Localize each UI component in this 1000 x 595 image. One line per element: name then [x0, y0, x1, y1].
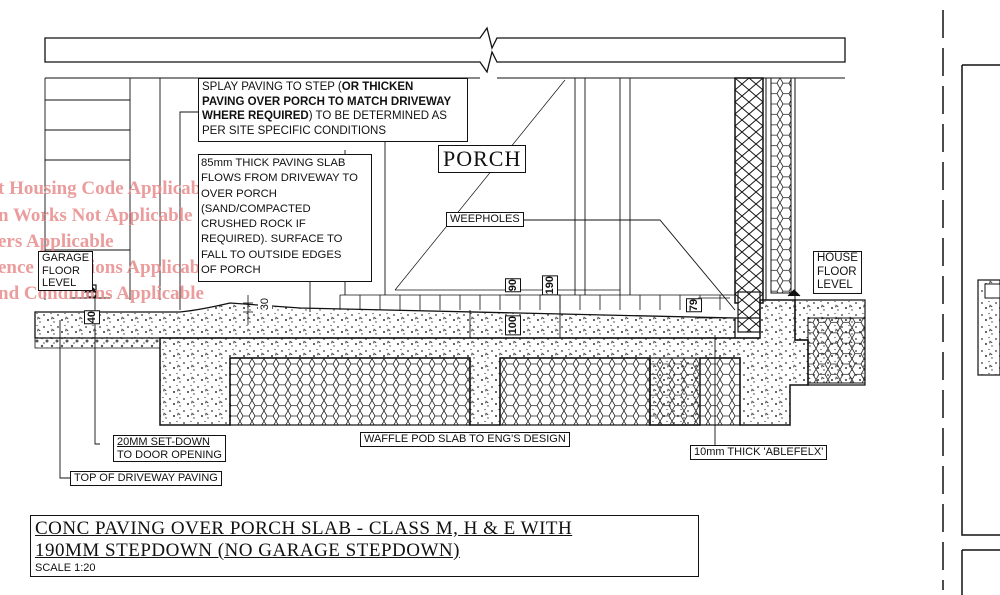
house-floor-level-label: HOUSE FLOOR LEVEL: [813, 251, 862, 294]
waffle-pod-slab: [159, 299, 809, 426]
garage-line-2: FLOOR: [42, 264, 80, 277]
leader-lines: [59, 111, 736, 479]
watermark-line-4: ence Provisions Applicable: [0, 257, 215, 278]
dimension-90: 90: [505, 278, 521, 293]
waffle-pod-label: WAFFLE POD SLAB TO ENG'S DESIGN: [360, 432, 570, 447]
slab-note-line-6: REQUIRED). SURFACE TO: [201, 233, 343, 246]
slab-note-line-2: FLOWS FROM DRIVEWAY TO: [201, 172, 358, 185]
slab-note-line-1: 85mm THICK PAVING SLAB: [201, 157, 346, 169]
scale-label: SCALE 1:20: [35, 562, 96, 574]
brick-wall: [734, 77, 796, 333]
dimension-190: 190: [542, 275, 558, 296]
slab-note-line-3: OVER PORCH: [201, 187, 277, 200]
dimension-40: 40: [84, 310, 100, 325]
top-beam: [44, 26, 846, 79]
porch-label: PORCH: [438, 145, 527, 173]
paver-row: [339, 294, 735, 310]
watermark-line-5: nd Conditions Applicable: [0, 283, 204, 304]
garage-line-3: LEVEL: [42, 277, 77, 289]
paving-slab-note: 85mm THICK PAVING SLAB FLOWS FROM DRIVEW…: [198, 154, 372, 282]
garage-floor-level-label: GARAGE FLOOR LEVEL: [38, 251, 94, 291]
house-line-2: FLOOR: [817, 265, 857, 278]
watermark-line-3: ers Applicable: [0, 231, 114, 252]
ablefelx-label: 10mm THICK 'ABLEFELX': [690, 445, 828, 460]
set-down-label: 20MM SET-DOWN TO DOOR OPENING: [113, 435, 226, 462]
title-block: CONC PAVING OVER PORCH SLAB - CLASS M, H…: [30, 515, 699, 577]
watermark-line-2: n Works Not Applicable: [0, 205, 193, 226]
watermark-line-1: t Housing Code Applicable: [0, 178, 215, 199]
title-line-1: CONC PAVING OVER PORCH SLAB - CLASS M, H…: [35, 518, 573, 539]
splay-note-line-3a: WHERE REQUIRED: [202, 110, 309, 122]
title-line-2: 190MM STEPDOWN (NO GARAGE STEPDOWN): [35, 540, 460, 561]
set-down-line-2: TO DOOR OPENING: [117, 448, 222, 461]
dimension-79: 79: [686, 298, 702, 313]
splay-note-line-2: PAVING OVER PORCH TO MATCH DRIVEWAY: [202, 95, 452, 108]
set-down-line-1: 20MM SET-DOWN: [117, 436, 210, 448]
weepholes-label: WEEPHOLES: [446, 212, 524, 227]
splay-note-line-1a: SPLAY PAVING TO STEP (: [202, 81, 342, 93]
splay-note-line-3b: ) TO BE DETERMINED AS: [308, 110, 447, 122]
dimension-100: 100: [505, 315, 521, 336]
slab-note-line-7: FALL TO OUTSIDE EDGES: [201, 248, 342, 261]
top-driveway-label: TOP OF DRIVEWAY PAVING: [70, 471, 222, 486]
garage-line-1: GARAGE: [42, 252, 90, 264]
splay-note-line-4: PER SITE SPECIFIC CONDITIONS: [202, 124, 387, 137]
adjacent-drawing: [942, 10, 1000, 595]
splay-note-line-1b: OR THICKEN: [341, 81, 414, 93]
dimension-30: 30: [258, 298, 272, 311]
house-line-3: LEVEL: [817, 279, 853, 291]
slab-note-line-8: OF PORCH: [201, 264, 261, 277]
slab-note-line-5: CRUSHED ROCK IF: [201, 218, 306, 231]
house-line-1: HOUSE: [817, 252, 858, 264]
slab-note-line-4: (SAND/COMPACTED: [201, 202, 311, 215]
splay-paving-note: SPLAY PAVING TO STEP (OR THICKEN PAVING …: [198, 78, 468, 142]
